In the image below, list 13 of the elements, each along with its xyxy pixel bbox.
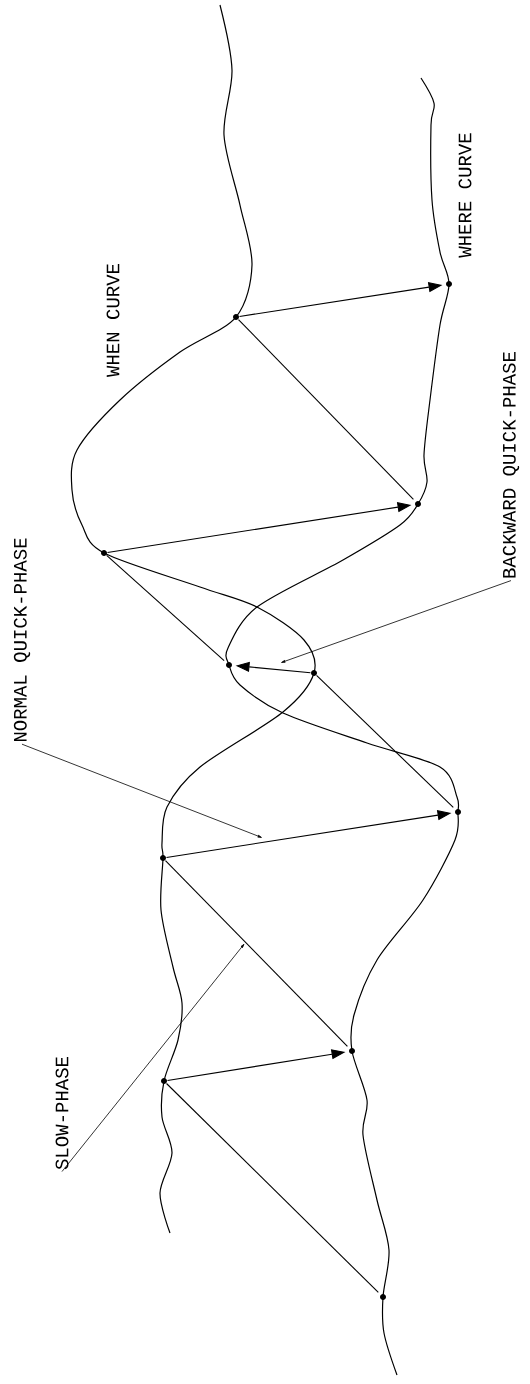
connector-line [164, 860, 348, 1047]
connector-line [106, 554, 225, 662]
connector-line [316, 674, 454, 808]
leader-line [281, 580, 512, 663]
connector-line [165, 1082, 379, 1293]
connector-line [237, 319, 414, 500]
leader-line [21, 743, 262, 838]
callout-label: BACKWARD QUICK-PHASE [502, 352, 520, 578]
curve-label: WHEN CURVE [106, 264, 120, 377]
leader-line [61, 943, 245, 1172]
callout-label: SLOW-PHASE [55, 1057, 69, 1170]
callout-label: NORMAL QUICK-PHASE [13, 538, 31, 742]
curve-label: WHERE CURVE [458, 133, 472, 258]
